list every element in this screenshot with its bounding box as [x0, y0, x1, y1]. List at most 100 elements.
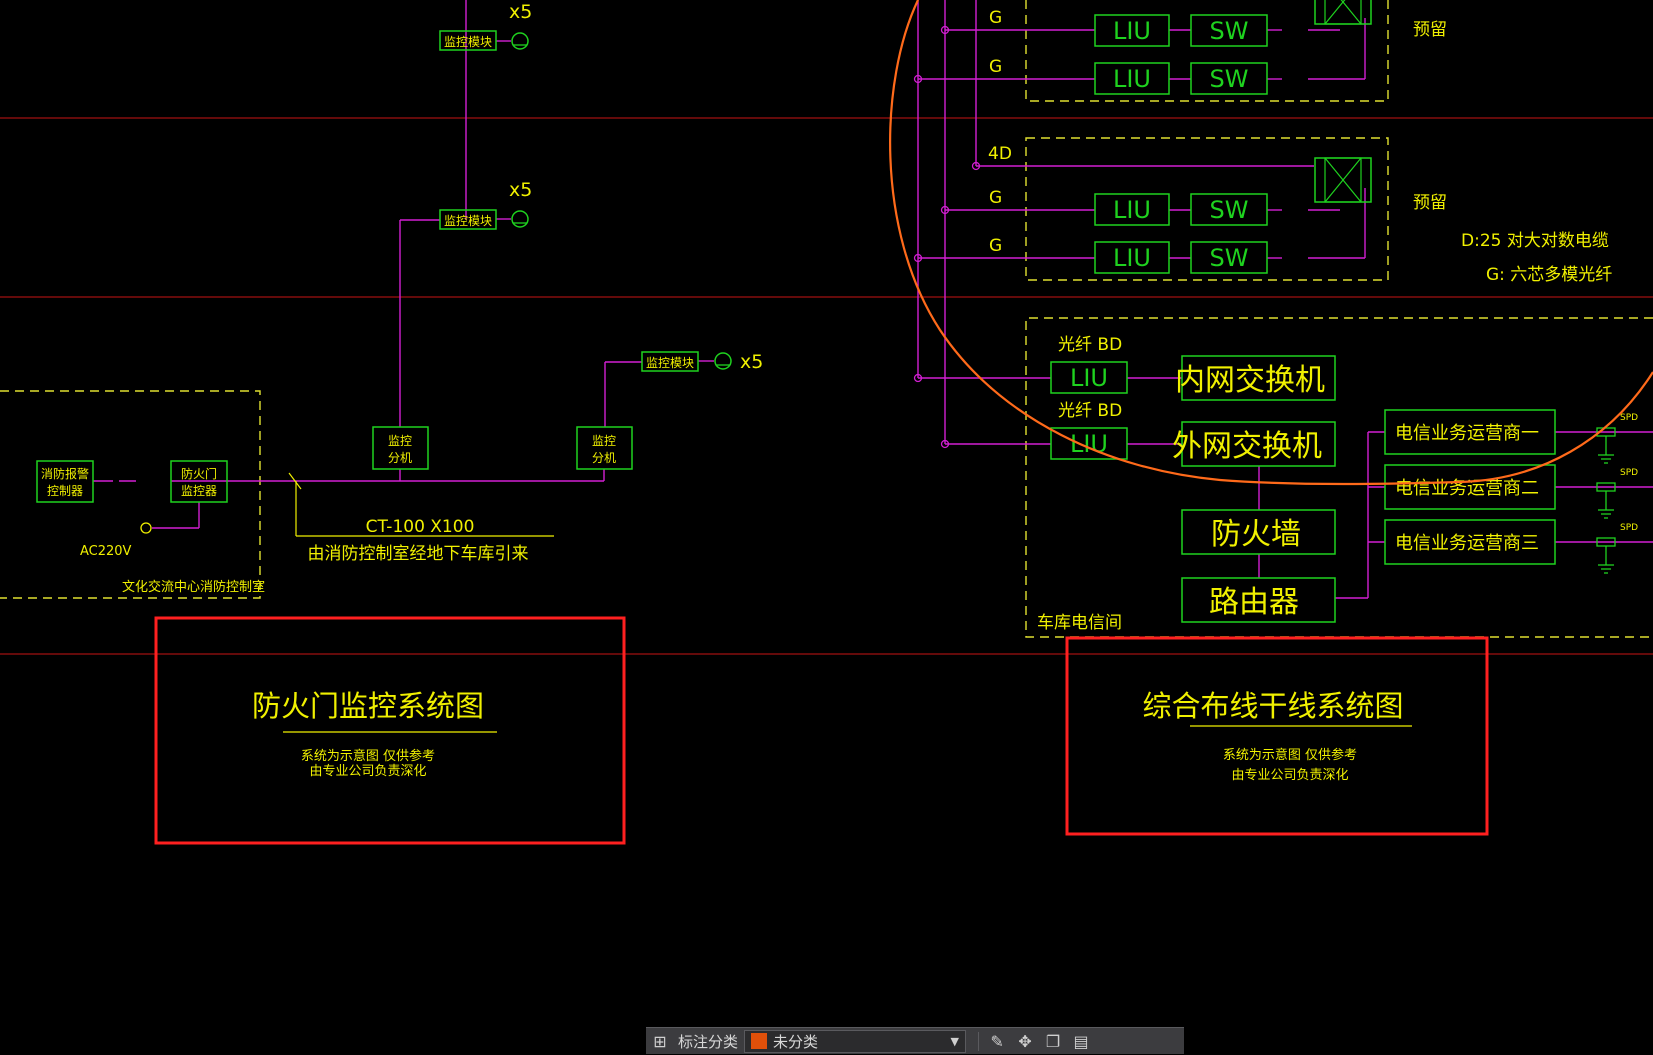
- monitor-label: 防火门: [181, 466, 217, 481]
- extranet-switch-box[interactable]: 外网交换机: [1172, 422, 1335, 466]
- liu-label: LIU: [1113, 17, 1151, 45]
- surge-protector-icon: [1597, 483, 1615, 518]
- door-lamp-icon: [512, 33, 528, 49]
- annotation-category-label: 标注分类: [674, 1031, 744, 1052]
- garage-room-boundary: [1026, 318, 1653, 637]
- intranet-switch-label: 内网交换机: [1175, 363, 1325, 398]
- fire-door-note-line1: 系统为示意图 仅供参考: [301, 748, 435, 764]
- sw-box[interactable]: SW: [1191, 242, 1267, 273]
- controller-label: 消防报警: [41, 466, 89, 481]
- reserved-label: 预留: [1413, 193, 1447, 213]
- move-icon[interactable]: ✥: [1011, 1028, 1039, 1055]
- liu-label: LIU: [1113, 244, 1151, 272]
- router-box[interactable]: 路由器: [1182, 578, 1335, 622]
- firewall-label: 防火墙: [1211, 517, 1301, 552]
- liu-box[interactable]: LIU: [1095, 242, 1169, 273]
- carrier-box-2[interactable]: 电信业务运营商二: [1385, 465, 1555, 509]
- liu-box[interactable]: LIU: [1095, 63, 1169, 94]
- sub-unit-label: 分机: [592, 451, 616, 465]
- spd-label: SPD: [1620, 523, 1638, 533]
- mid-floor-boundary: [1026, 138, 1388, 280]
- markup-rectangle-cabling[interactable]: [1067, 638, 1487, 834]
- liu-box[interactable]: LIU: [1095, 194, 1169, 225]
- cabling-note-line2: 由专业公司负责深化: [1231, 768, 1348, 783]
- frame-lines: [0, 118, 1653, 654]
- monitor-sub-unit-left[interactable]: 监控 分机: [373, 427, 428, 469]
- carrier-label: 电信业务运营商三: [1395, 533, 1539, 554]
- door-lamp-icon: [715, 353, 731, 369]
- extranet-switch-label: 外网交换机: [1172, 429, 1322, 464]
- power-terminal-icon: [141, 523, 151, 533]
- spd-label: SPD: [1620, 468, 1638, 478]
- liu-label: LIU: [1070, 364, 1108, 392]
- cable-tray-route: 由消防控制室经地下车库引来: [308, 544, 529, 564]
- copy-icon[interactable]: ❐: [1039, 1028, 1067, 1055]
- annotation-toolbar: ⊞ 标注分类 未分类 ▼ ✎ ✥ ❐ ▤: [646, 1027, 1184, 1054]
- chevron-down-icon: ▼: [951, 1035, 959, 1048]
- monitor-module-label: 监控模块: [444, 214, 492, 228]
- repeat-label-mid: x5: [509, 179, 532, 201]
- sw-label: SW: [1210, 244, 1249, 272]
- sub-unit-label: 分机: [388, 451, 412, 465]
- legend-g: G: 六芯多模光纤: [1486, 265, 1612, 285]
- fire-door-wiring: [93, 0, 714, 528]
- edit-icon[interactable]: ✎: [983, 1028, 1011, 1055]
- monitor-module-right[interactable]: 监控模块: [642, 352, 698, 371]
- cable-code: G: [989, 188, 1002, 208]
- sw-label: SW: [1210, 17, 1249, 45]
- category-grid-icon[interactable]: ⊞: [646, 1028, 674, 1055]
- router-label: 路由器: [1209, 585, 1299, 620]
- carrier-box-1[interactable]: 电信业务运营商一: [1385, 410, 1555, 454]
- power-label: AC220V: [80, 544, 132, 559]
- sw-box[interactable]: SW: [1191, 194, 1267, 225]
- monitor-label: 监控器: [181, 484, 217, 498]
- intranet-switch-box[interactable]: 内网交换机: [1175, 356, 1335, 400]
- monitor-module-mid[interactable]: 监控模块: [440, 210, 496, 229]
- door-lamp-icon: [512, 211, 528, 227]
- liu-box[interactable]: LIU: [1051, 428, 1127, 459]
- reserved-label: 预留: [1413, 20, 1447, 40]
- category-select[interactable]: 未分类 ▼: [744, 1030, 966, 1053]
- liu-box[interactable]: LIU: [1095, 15, 1169, 46]
- sub-unit-label: 监控: [388, 434, 412, 448]
- carrier-box-3[interactable]: 电信业务运营商三: [1385, 520, 1555, 564]
- fire-alarm-controller[interactable]: 消防报警 控制器: [37, 461, 93, 502]
- cable-tray-spec: CT-100 X100: [366, 517, 475, 537]
- distribution-rack-icon[interactable]: [1315, 0, 1371, 24]
- liu-label: LIU: [1113, 65, 1151, 93]
- category-select-value: 未分类: [773, 1031, 945, 1052]
- cabling-system-title: 综合布线干线系统图: [1142, 689, 1403, 723]
- fiber-bd-label: 光纤 BD: [1058, 335, 1122, 355]
- monitor-module-top[interactable]: 监控模块: [440, 31, 496, 50]
- sw-box[interactable]: SW: [1191, 15, 1267, 46]
- fire-door-system-title: 防火门监控系统图: [252, 689, 484, 723]
- markup-rectangle-fire-door[interactable]: [156, 618, 624, 843]
- control-room-label: 文化交流中心消防控制室: [122, 579, 265, 595]
- carrier-label: 电信业务运营商一: [1395, 423, 1539, 444]
- repeat-label-right: x5: [740, 351, 763, 373]
- monitor-sub-unit-right[interactable]: 监控 分机: [577, 427, 632, 469]
- paste-icon[interactable]: ▤: [1067, 1028, 1095, 1055]
- cabling-backbone-system: G G 4D G G LIU SW LIU SW LIU SW LIU SW 预…: [915, 0, 1653, 834]
- liu-box[interactable]: LIU: [1051, 362, 1127, 393]
- fire-door-note-line2: 由专业公司负责深化: [309, 764, 426, 779]
- legend-d25: D:25 对大对数电缆: [1461, 231, 1609, 251]
- sw-label: SW: [1210, 196, 1249, 224]
- sub-unit-label: 监控: [592, 434, 616, 448]
- surge-protector-icon: [1597, 538, 1615, 573]
- toolbar-divider: [978, 1032, 979, 1051]
- cabling-note-line1: 系统为示意图 仅供参考: [1223, 747, 1357, 763]
- controller-label: 控制器: [47, 484, 83, 498]
- junction-dots: [915, 27, 980, 448]
- liu-label: LIU: [1113, 196, 1151, 224]
- sw-box[interactable]: SW: [1191, 63, 1267, 94]
- firewall-box[interactable]: 防火墙: [1182, 510, 1335, 554]
- cable-code: 4D: [988, 144, 1012, 164]
- fiber-bd-label: 光纤 BD: [1058, 401, 1122, 421]
- distribution-rack-icon[interactable]: [1315, 158, 1371, 202]
- fire-door-monitoring-system: x5 x5 x5 监控模块 监控模块 监控模块 监控 分机 监控 分机: [0, 0, 763, 843]
- category-color-swatch: [751, 1033, 767, 1049]
- repeat-label-top: x5: [509, 1, 532, 23]
- monitor-module-label: 监控模块: [646, 356, 694, 370]
